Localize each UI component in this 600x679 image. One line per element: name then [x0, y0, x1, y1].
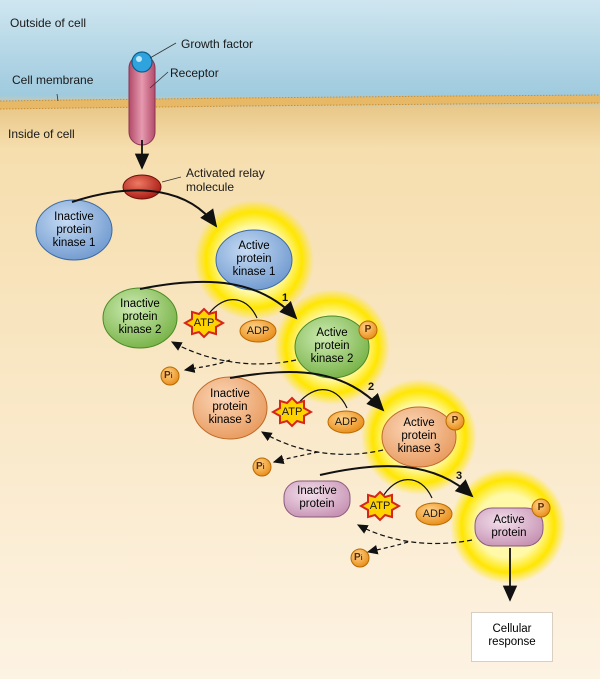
cellular-response-box: Cellular response	[471, 612, 553, 662]
phosphate-k2-label: P	[364, 324, 372, 335]
inactive-kinase-1-shape	[35, 199, 113, 261]
membrane-label: Cell membrane	[12, 73, 94, 87]
released-pi-2	[252, 457, 272, 477]
step-2: 2	[368, 381, 375, 393]
pi-arrow-3	[272, 451, 319, 464]
pi-arrow-2	[183, 359, 231, 373]
atp-burst-3	[358, 490, 402, 522]
relay-label: Activated relay molecule	[186, 166, 265, 194]
atp-arrow-4	[381, 479, 433, 499]
dephosphorylation-arrow-2	[170, 341, 297, 365]
relay-leader	[161, 176, 182, 183]
dephosphorylation-arrow-4	[356, 524, 473, 545]
phosphate-k3	[445, 411, 465, 431]
phosphate-protein	[531, 498, 551, 518]
adp-oval-3	[415, 502, 453, 526]
inactive-protein-label: Inactive protein	[297, 485, 337, 510]
receptor-leader	[149, 71, 169, 89]
active-kinase-2-label: Active protein kinase 2	[310, 327, 354, 365]
atp-arrow-2	[205, 299, 258, 319]
dephosphorylation-arrow-3	[260, 431, 384, 455]
step-1: 1	[282, 292, 289, 304]
atp-label-2: ATP	[281, 406, 303, 418]
activation-arrow-4	[319, 465, 474, 498]
atp-label-3: ATP	[369, 500, 391, 512]
activation-arrow-3	[229, 371, 385, 412]
step-3: 3	[456, 470, 463, 482]
phosphate-k3-label: P	[451, 415, 459, 426]
inactive-protein-shape	[283, 480, 351, 518]
adp-label-3: ADP	[422, 508, 446, 520]
growth-factor-label: Growth factor	[181, 37, 254, 51]
active-kinase-3-shape	[381, 406, 457, 468]
atp-burst-1	[182, 307, 226, 339]
released-pi-3-label: Pi	[354, 552, 363, 563]
active-protein-shape	[474, 507, 544, 547]
released-pi-2-label: Pi	[256, 461, 265, 472]
growth-factor-leader	[149, 42, 177, 59]
activation-arrow-2	[139, 280, 298, 320]
inactive-kinase-2-label: Inactive protein kinase 2	[118, 298, 162, 336]
membrane-leader	[56, 93, 59, 102]
adp-label-2: ADP	[334, 416, 358, 428]
atp-label-1: ATP	[193, 317, 215, 329]
relay-molecule	[122, 174, 162, 200]
active-protein-label: Active protein	[491, 514, 527, 539]
released-pi-1	[160, 366, 180, 386]
receptor-label: Receptor	[170, 66, 219, 80]
inactive-kinase-1-label: Inactive protein kinase 1	[52, 211, 96, 249]
inactive-kinase-3-label: Inactive protein kinase 3	[208, 388, 252, 426]
activation-arrow-1	[71, 189, 218, 228]
inside-label: Inside of cell	[8, 127, 75, 141]
growth-factor	[131, 51, 153, 73]
cellular-response-label: Cellular response	[488, 623, 536, 648]
released-pi-1-label: Pi	[164, 370, 173, 381]
atp-burst-2	[270, 396, 314, 428]
phosphate-k2	[358, 320, 378, 340]
released-pi-3	[350, 548, 370, 568]
adp-oval-2	[327, 410, 365, 434]
active-kinase-1-label: Active protein kinase 1	[232, 240, 276, 278]
active-kinase-3-label: Active protein kinase 3	[397, 417, 441, 455]
outside-label: Outside of cell	[10, 16, 87, 30]
phosphate-protein-label: P	[537, 502, 545, 513]
pi-arrow-4	[366, 541, 409, 555]
adp-oval-1	[239, 319, 277, 343]
adp-label-1: ADP	[246, 325, 270, 337]
